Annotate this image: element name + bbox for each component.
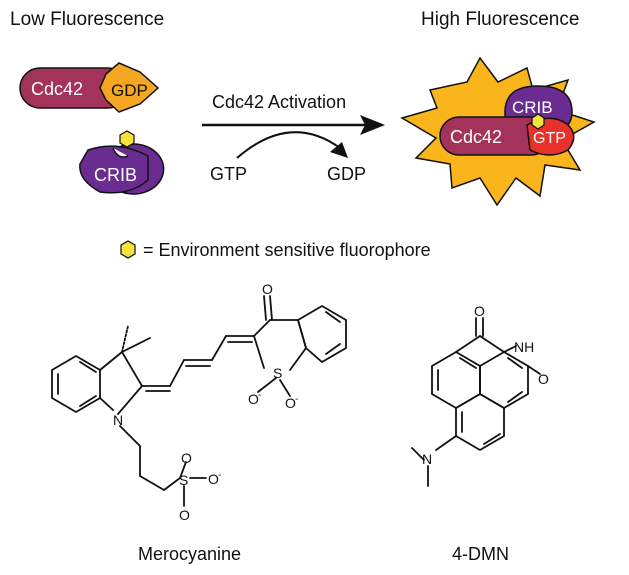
reaction-arrow xyxy=(202,115,385,159)
atom-nh-imide: NH xyxy=(514,339,534,355)
minus-1: - xyxy=(258,390,261,401)
high-fluorescence-heading: High Fluorescence xyxy=(421,9,580,30)
cdc42-inactive-label: Cdc42 xyxy=(31,79,83,99)
legend-fluorophore-icon xyxy=(120,240,136,259)
atom-n-indoline: N xyxy=(113,412,123,428)
atom-o-imide-2: O xyxy=(538,371,549,387)
legend-text: = Environment sensitive fluorophore xyxy=(143,240,431,260)
merocyanine-atoms: N O S O - O - S O O - O xyxy=(113,281,298,523)
dmn-structure xyxy=(411,317,541,487)
fluorophore-hexagon xyxy=(119,130,135,148)
cdc42-gdp-complex: Cdc42 GDP xyxy=(19,62,160,113)
dmn-atoms: O NH O N xyxy=(422,303,549,467)
gtp-bound-label: GTP xyxy=(533,130,566,147)
4-dmn-label: 4-DMN xyxy=(452,544,509,564)
minus-2: - xyxy=(295,394,298,405)
atom-o-imide-1: O xyxy=(474,303,485,319)
merocyanine-structure xyxy=(51,295,347,507)
atom-o-sulfonate-1: O xyxy=(181,450,192,466)
atom-o-carbonyl: O xyxy=(262,281,273,297)
free-crib-probe: CRIB xyxy=(79,130,165,195)
gdp-bound-label: GDP xyxy=(111,81,148,100)
crib-pocket xyxy=(112,147,129,158)
atom-o-sulfonyl-2: O xyxy=(285,395,296,411)
atom-s-thio: S xyxy=(273,365,282,381)
atom-n-amine: N xyxy=(422,451,432,467)
bound-fluorophore-hexagon xyxy=(531,113,545,130)
minus-3: - xyxy=(218,470,221,481)
crib-free-label: CRIB xyxy=(94,165,137,185)
crib-body xyxy=(79,145,149,194)
atom-o-sulfonyl-1: O xyxy=(248,391,259,407)
crib-bound-label: CRIB xyxy=(512,98,553,117)
active-complex: CRIB Cdc42 GTP xyxy=(439,85,575,156)
low-fluorescence-heading: Low Fluorescence xyxy=(10,9,165,30)
atom-o-sulfonate-3: O xyxy=(179,507,190,523)
gtp-reactant-label: GTP xyxy=(210,164,248,184)
cdc42-active-label: Cdc42 xyxy=(450,127,502,147)
cdc42-activation-label: Cdc42 Activation xyxy=(212,92,347,112)
merocyanine-label: Merocyanine xyxy=(138,544,242,564)
gdp-shape xyxy=(99,62,160,113)
gdp-product-label: GDP xyxy=(327,164,367,184)
atom-o-sulfonate-2: O xyxy=(208,471,219,487)
atom-s-sulfonate: S xyxy=(179,472,188,488)
